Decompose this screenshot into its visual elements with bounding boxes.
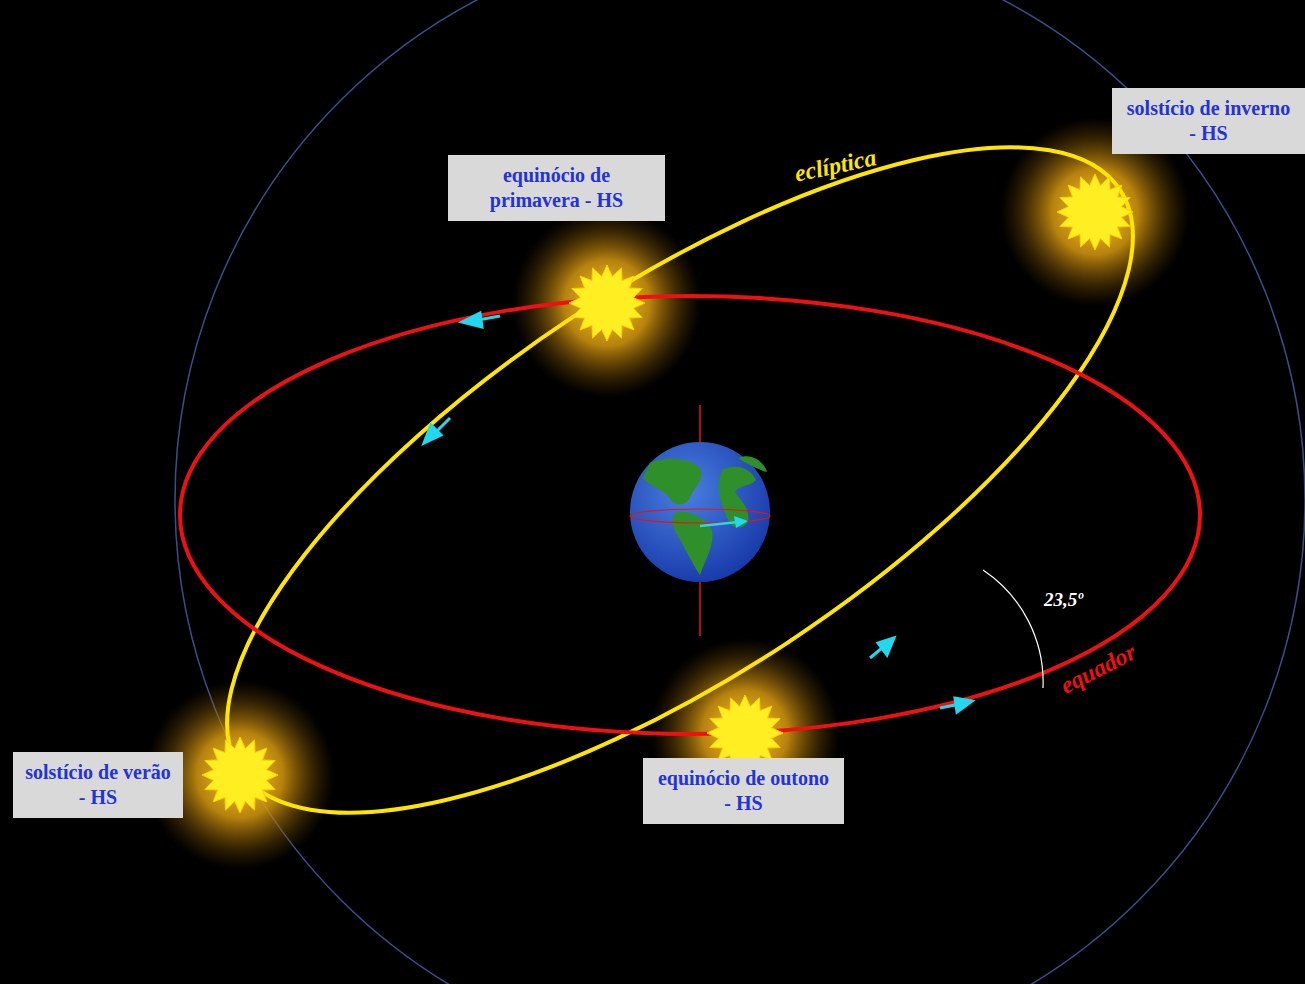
celestial-sphere xyxy=(175,0,1305,984)
direction-arrows xyxy=(424,313,972,712)
label-box: equinócio de outono - HS xyxy=(643,758,844,824)
label-text: equinócio de outono - HS xyxy=(653,766,834,816)
label-text: solstício de inverno - HS xyxy=(1122,96,1295,146)
label-text: solstício de verão - HS xyxy=(23,760,173,810)
sun-symbol xyxy=(202,737,278,813)
label-box: solstício de inverno - HS xyxy=(1112,88,1305,154)
sun-glows xyxy=(145,117,1190,870)
label-box: equinócio de primavera - HS xyxy=(448,155,665,221)
ecliptic-orbit xyxy=(133,27,1228,933)
label-text: equinócio de primavera - HS xyxy=(458,163,655,213)
angle-arc xyxy=(983,570,1043,688)
sun-symbols xyxy=(202,174,1133,813)
sun-symbol xyxy=(1057,174,1133,250)
earth-globe xyxy=(630,405,770,636)
sun-symbol xyxy=(569,265,645,341)
angle-value: 23,5º xyxy=(1044,589,1083,611)
ecliptic-label: eclíptica xyxy=(792,144,878,188)
label-box: solstício de verão - HS xyxy=(13,752,183,818)
celestial-equator xyxy=(180,296,1200,734)
